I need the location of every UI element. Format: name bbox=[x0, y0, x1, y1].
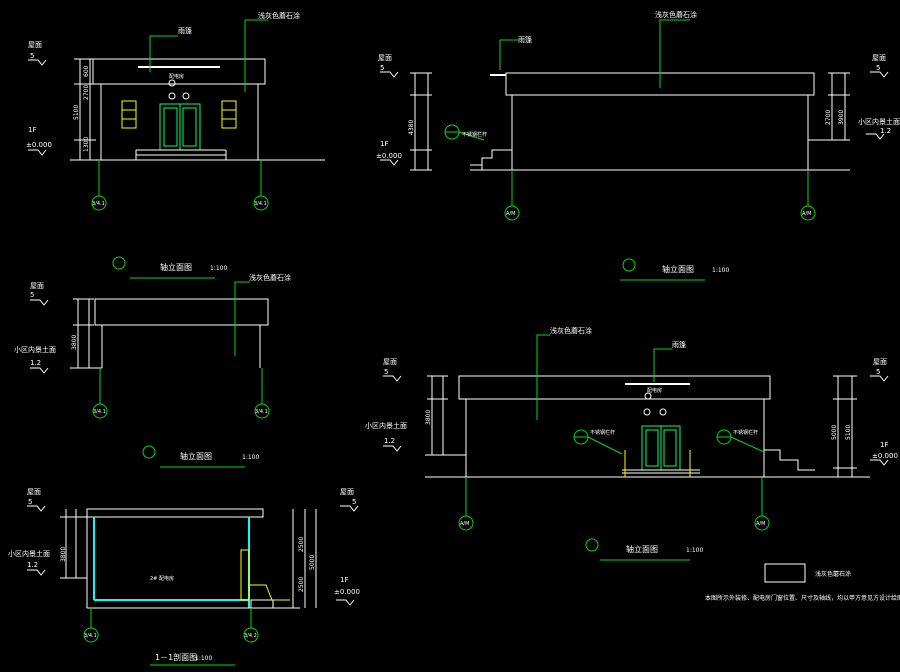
stone-label-v1: 浅灰色蘑石涂 bbox=[258, 11, 300, 20]
legend-text: 浅灰色蘑石涂 bbox=[815, 570, 851, 578]
title-v3: 轴立面图 bbox=[180, 451, 212, 461]
elevation-rear-leaders bbox=[92, 281, 270, 419]
axis-d1: A/M bbox=[460, 521, 469, 527]
elev0-v2: ±0.000 bbox=[376, 152, 402, 160]
canopy-label-v2: 雨篷 bbox=[518, 35, 532, 44]
axis-b1: A/M bbox=[506, 211, 515, 217]
dim-2500-sec: 2500 bbox=[298, 537, 305, 552]
title-v1: 轴立面图 bbox=[160, 262, 192, 272]
scale-v4: 1:100 bbox=[686, 547, 703, 554]
dim-3800-v4: 3800 bbox=[425, 410, 432, 425]
roof-label-v2b: 屋面 bbox=[872, 54, 886, 62]
roof-label-v4: 屋面 bbox=[383, 358, 397, 366]
axis-b2: A/M bbox=[802, 211, 811, 217]
elev5-sec: 5 bbox=[28, 498, 32, 506]
elev0-v4: ±0.000 bbox=[872, 452, 898, 460]
yard-label-v3: 小区内景土面 bbox=[14, 345, 56, 354]
dim-2700-v1: 2700 bbox=[83, 85, 90, 100]
dim-5000-sec: 5000 bbox=[309, 555, 316, 570]
dim-3900-v2: 3900 bbox=[838, 110, 845, 125]
elevation-side-leaders bbox=[444, 19, 816, 221]
dim-2500b-sec: 2500 bbox=[298, 577, 305, 592]
floor1-v2: 1F bbox=[380, 140, 388, 148]
title-v4: 轴立面图 bbox=[626, 544, 658, 554]
title-sec: 1－1剖面图 bbox=[155, 652, 197, 662]
roof-label-v4b: 屋面 bbox=[873, 358, 887, 366]
elev5-sec-r: 5 bbox=[352, 498, 356, 506]
elevation-main-view bbox=[383, 375, 889, 478]
elevation-front-leaders bbox=[91, 19, 269, 211]
elev12-v2: 1.2 bbox=[880, 127, 891, 135]
dim-1300-v1: 1300 bbox=[83, 137, 90, 152]
room-label-v4: 配电房 bbox=[647, 387, 662, 394]
scale-v2: 1:100 bbox=[712, 267, 729, 274]
yard-label-sec: 小区内景土面 bbox=[8, 549, 50, 558]
elev5-v1: 5 bbox=[30, 52, 34, 60]
scale-v1: 1:100 bbox=[210, 265, 227, 272]
room-label-v1: 配电房 bbox=[169, 73, 184, 80]
elev0-sec: ±0.000 bbox=[334, 588, 360, 596]
roof-label-v3: 屋面 bbox=[30, 282, 44, 290]
elev5-v4b: 5 bbox=[876, 368, 880, 376]
dim-5000-v4: 5000 bbox=[831, 425, 838, 440]
stone-label-v2: 浅灰色蘑石涂 bbox=[655, 10, 697, 19]
roof-label-sec-r: 屋面 bbox=[340, 488, 354, 496]
elev12-sec: 1.2 bbox=[27, 561, 38, 569]
axis-d2: A/M bbox=[756, 521, 765, 527]
dim-3800-v3: 3800 bbox=[71, 335, 78, 350]
axis-c2: 3/4.1 bbox=[255, 409, 268, 415]
stone-label-v4: 浅灰色蘑石涂 bbox=[550, 326, 592, 335]
elev12-v4: 1.2 bbox=[384, 437, 395, 445]
dim-5100-v4: 5100 bbox=[845, 425, 852, 440]
title-underlines bbox=[112, 256, 705, 666]
yard-label-v2: 小区内景土面 bbox=[858, 117, 900, 126]
elevation-main-leaders bbox=[458, 334, 770, 531]
elevation-rear-view bbox=[30, 298, 269, 374]
room-label-sec: 2# 配电房 bbox=[150, 575, 174, 582]
roof-label-v2: 屋面 bbox=[378, 54, 392, 62]
dim-2700-v2: 2700 bbox=[825, 110, 832, 125]
scale-sec: 1:100 bbox=[195, 655, 212, 662]
dim-3800-sec: 3800 bbox=[60, 547, 67, 562]
stone-label-v3: 浅灰色蘑石涂 bbox=[249, 273, 291, 282]
axis-a1: 3/4.1 bbox=[92, 201, 105, 207]
scale-v3: 1:100 bbox=[242, 454, 259, 461]
dim-4380-v2: 4380 bbox=[408, 120, 415, 135]
axis-c1: 3/4.1 bbox=[93, 409, 106, 415]
dim-600-v1: 600 bbox=[83, 65, 90, 77]
floor1-v4: 1F bbox=[880, 441, 888, 449]
axis-e1: 3/4.1 bbox=[84, 633, 97, 639]
stair-note-v4a: 不锈钢栏杆 bbox=[590, 429, 615, 436]
elev5-v2: 5 bbox=[380, 64, 384, 72]
canopy-label-v4: 雨篷 bbox=[672, 340, 686, 349]
elev12-v3: 1.2 bbox=[30, 359, 41, 367]
elev0-v1: ±0.000 bbox=[26, 141, 52, 149]
roof-label-v1: 屋面 bbox=[28, 41, 42, 49]
elev5-v4: 5 bbox=[384, 368, 388, 376]
section-view bbox=[27, 505, 359, 609]
elevation-front-view bbox=[28, 58, 325, 161]
axis-e2: 3/4.2 bbox=[244, 633, 257, 639]
stair-note-v4b: 不锈钢栏杆 bbox=[733, 429, 758, 436]
legend-swatch bbox=[764, 563, 806, 583]
elev5-v2b: 5 bbox=[876, 64, 880, 72]
yard-label-v4: 小区内景土面 bbox=[365, 421, 407, 430]
roof-label-sec: 屋面 bbox=[27, 488, 41, 496]
floor1-sec: 1F bbox=[340, 576, 348, 584]
stair-note-v2: 不锈钢栏杆 bbox=[462, 131, 487, 138]
elev5-v3: 5 bbox=[30, 291, 34, 299]
canopy-label-v1: 雨篷 bbox=[178, 26, 192, 35]
axis-a2: 3/4.1 bbox=[254, 201, 267, 207]
title-v2: 轴立面图 bbox=[662, 264, 694, 274]
general-note: 本图所示外装修、配电房门窗位置、尺寸及轴线，均以甲方意见方设计给图纸 bbox=[705, 594, 900, 602]
dim-5100-v1: 5100 bbox=[73, 105, 80, 120]
elevation-side-view bbox=[380, 71, 889, 171]
section-leaders bbox=[83, 608, 259, 643]
floor1-v1: 1F bbox=[28, 126, 36, 134]
